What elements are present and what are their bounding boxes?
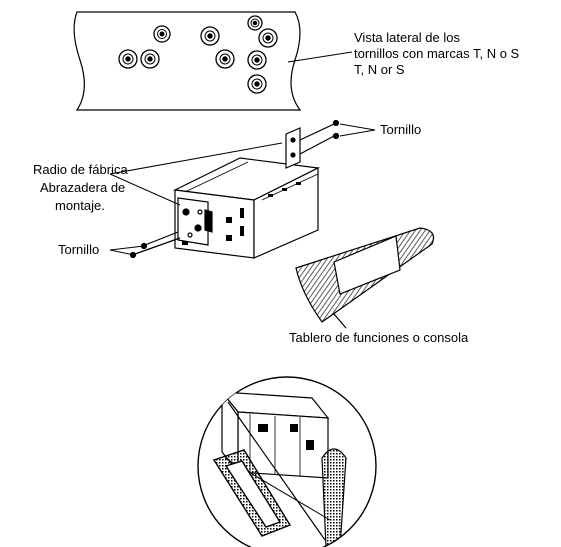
- dashboard-label: Tablero de funciones o consola: [289, 330, 469, 345]
- dashboard-console: [295, 227, 435, 329]
- trim-frame: [212, 449, 292, 537]
- screw-left-icon: [129, 231, 181, 259]
- factory-radio-label-line3: montaje.: [55, 198, 105, 213]
- side-panel: [73, 11, 302, 111]
- factory-radio-label-line2: Abrazadera de: [40, 180, 126, 195]
- side-view-label-line3: T, N or S: [354, 62, 405, 77]
- side-view-label-line1: Vista lateral de los: [354, 30, 460, 45]
- detail-circle: [197, 376, 377, 547]
- screw-right-icon: [299, 119, 340, 155]
- callout-lines: [109, 123, 376, 256]
- screw-left-label: Tornillo: [58, 242, 100, 257]
- side-view-leader: [287, 51, 353, 63]
- screw-right-label: Tornillo: [380, 122, 422, 137]
- side-view-label-line2: tornillos con marcas T, N o S: [354, 46, 520, 61]
- mounting-bracket-top: [285, 127, 301, 169]
- mounting-bracket-front: [177, 197, 213, 246]
- screw-holes: [118, 15, 278, 94]
- factory-radio-label-line1: Radio de fábrica: [33, 162, 128, 177]
